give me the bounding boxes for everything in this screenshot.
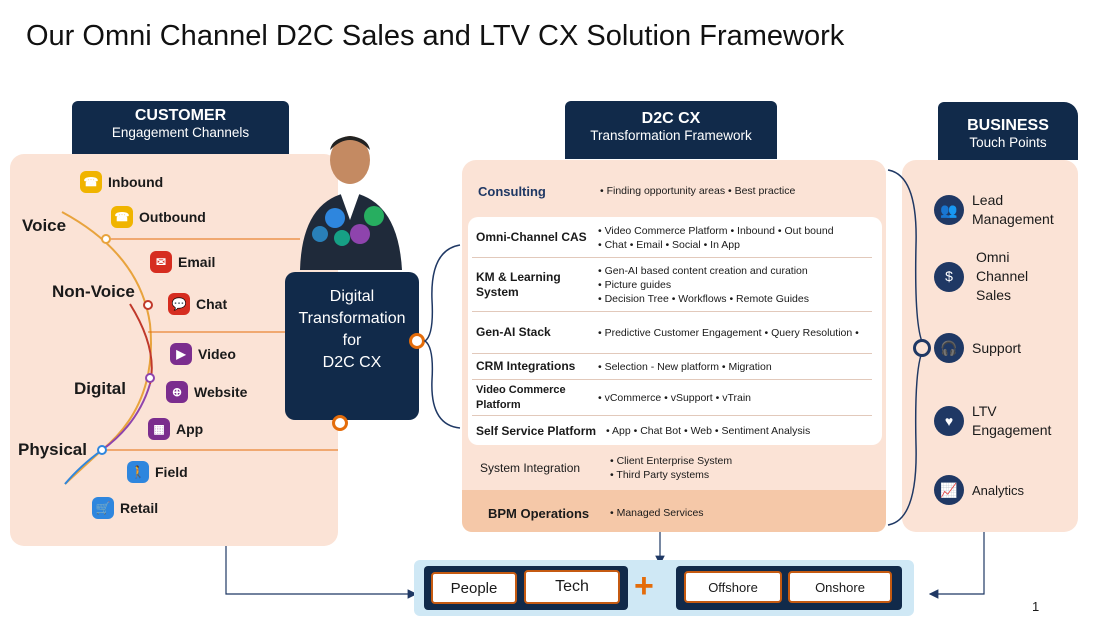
row-crm: CRM Integrations • Selection - New platf…	[472, 354, 872, 380]
inbound-icon: ☎	[80, 171, 102, 193]
row-text: • vCommerce • vSupport • vTrain	[598, 391, 752, 404]
channel-arc	[61, 211, 338, 485]
row-label: Consulting	[478, 183, 546, 199]
center-line-4: D2C CX	[322, 354, 382, 371]
business-connector	[913, 339, 931, 357]
row-label: Self Service Platform	[476, 423, 597, 438]
physical-node	[97, 445, 107, 455]
digital-transformation-box: Digital Transformation for D2C CX	[285, 272, 419, 420]
row-km-learning: KM & Learning System • Gen-AI based cont…	[472, 258, 872, 312]
row-label: Omni-Channel CAS	[476, 230, 587, 244]
biz-lead-management: 👥 Lead Management	[934, 191, 1054, 229]
row-label: KM & Learning System	[476, 269, 561, 299]
row-text: • App • Chat Bot • Web • Sentiment Analy…	[606, 425, 811, 437]
category-digital: Digital	[74, 379, 126, 398]
people-pill: People	[431, 572, 517, 604]
center-line-3: for	[342, 332, 362, 349]
headset-icon: 🎧	[934, 333, 964, 363]
heart-hand-icon: ♥	[934, 406, 964, 436]
channel-email: ✉Email	[150, 251, 215, 273]
category-physical: Physical	[18, 440, 87, 459]
channel-retail: 🛒Retail	[92, 497, 158, 519]
page-number: 1	[1032, 599, 1040, 614]
brace-left	[423, 244, 461, 429]
biz-support: 🎧 Support	[934, 333, 1021, 363]
onshore-pill: Onshore	[788, 571, 892, 603]
biz-omni-channel-sales: $ Omni Channel Sales	[934, 248, 1028, 305]
row-label: BPM Operations	[488, 505, 590, 521]
customer-heading: CUSTOMER	[134, 107, 227, 124]
row-text: • Finding opportunity areas • Best pract…	[600, 185, 796, 197]
people-icon: 👥	[934, 195, 964, 225]
app-icon: ▦	[148, 418, 170, 440]
row-text: • Client Enterprise System • Third Party…	[610, 455, 733, 481]
email-icon: ✉	[150, 251, 172, 273]
row-text: • Predictive Customer Engagement • Query…	[598, 326, 859, 339]
row-text: • Selection - New platform • Migration	[598, 360, 772, 373]
business-panel	[902, 160, 1078, 532]
chart-icon: 📈	[934, 475, 964, 505]
outbound-icon: ☎	[111, 206, 133, 228]
chat-icon: 💬	[168, 293, 190, 315]
channel-outbound: ☎Outbound	[111, 206, 206, 228]
video-icon: ▶	[170, 343, 192, 365]
row-consulting: Consulting • Finding opportunity areas •…	[474, 176, 874, 206]
d2c-heading: D2C CX	[641, 110, 701, 127]
row-text: • Gen-AI based content creation and cura…	[598, 264, 809, 305]
voice-node	[101, 234, 111, 244]
biz-ltv-engagement: ♥ LTV Engagement	[934, 402, 1051, 440]
row-self-service: Self Service Platform • App • Chat Bot •…	[472, 418, 882, 444]
businessman-illustration	[300, 136, 402, 270]
channel-app: ▦App	[148, 418, 203, 440]
cart-icon: 🛒	[92, 497, 114, 519]
d2c-bpm-band	[462, 490, 886, 532]
business-subheading: Touch Points	[969, 135, 1047, 150]
row-system-integration: System Integration • Client Enterprise S…	[476, 450, 876, 486]
nonvoice-node	[143, 300, 153, 310]
tech-pill: Tech	[524, 570, 620, 604]
d2c-inner-white	[468, 217, 882, 445]
center-line-2: Transformation	[298, 310, 406, 327]
biz-analytics: 📈 Analytics	[934, 475, 1024, 505]
businessman-photo	[290, 130, 415, 270]
row-omni-channel: Omni-Channel CAS • Video Commerce Platfo…	[472, 218, 872, 258]
row-label: CRM Integrations	[476, 359, 576, 373]
row-text: • Video Commerce Platform • Inbound • Ou…	[598, 224, 834, 251]
business-tab: BUSINESS Touch Points	[938, 102, 1078, 160]
channel-chat: 💬Chat	[168, 293, 227, 315]
channel-website: ⊕Website	[166, 381, 247, 403]
center-bottom-connector	[332, 415, 348, 431]
row-text: • Managed Services	[610, 507, 704, 519]
customer-tab: CUSTOMER Engagement Channels	[72, 101, 289, 154]
globe-icon: ⊕	[166, 381, 188, 403]
center-right-connector	[409, 333, 425, 349]
center-line-1: Digital	[329, 288, 375, 305]
row-bpm: BPM Operations • Managed Services	[484, 500, 874, 526]
category-non-voice: Non-Voice	[52, 282, 135, 301]
row-label: Video Commerce Platform	[476, 383, 566, 411]
walking-icon: 🚶	[127, 461, 149, 483]
row-label: System Integration	[480, 460, 581, 475]
row-label: Gen-AI Stack	[476, 325, 551, 339]
channel-inbound: ☎Inbound	[80, 171, 163, 193]
channel-field: 🚶Field	[127, 461, 188, 483]
plus-sign: +	[634, 567, 654, 605]
row-gen-ai: Gen-AI Stack • Predictive Customer Engag…	[472, 312, 872, 354]
money-hand-icon: $	[934, 261, 964, 292]
row-video-commerce: Video Commerce Platform • vCommerce • vS…	[472, 380, 872, 416]
page-title: Our Omni Channel D2C Sales and LTV CX So…	[26, 20, 845, 52]
offshore-pill: Offshore	[684, 571, 782, 603]
business-heading: BUSINESS	[967, 117, 1049, 134]
customer-subheading: Engagement Channels	[111, 125, 250, 140]
digital-node	[145, 373, 155, 383]
category-voice: Voice	[22, 216, 67, 235]
channel-video: ▶Video	[170, 343, 236, 365]
d2c-tab: D2C CX Transformation Framework	[565, 101, 777, 159]
bottom-arrows	[225, 532, 985, 599]
d2c-subheading: Transformation Framework	[590, 128, 752, 143]
